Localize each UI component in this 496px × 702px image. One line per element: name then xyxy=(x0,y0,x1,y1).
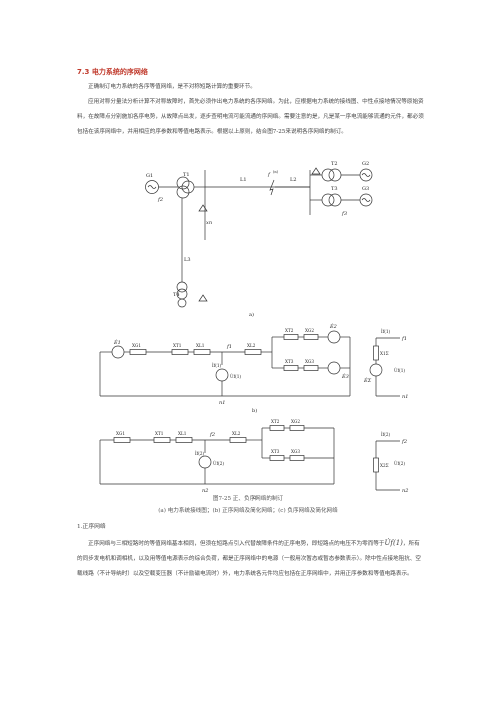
label-c-xg2: XG2 xyxy=(291,419,300,424)
label-l1: L1 xyxy=(240,177,247,183)
label-c-xt3: XT3 xyxy=(271,449,280,454)
source-uf2-symbol xyxy=(198,455,212,469)
label-uf1: U̇f(1) xyxy=(230,374,241,379)
subsection-heading: 1.正序网络 xyxy=(77,524,106,530)
paragraph-positive-part2: ，所有的同步发电机和调相机，以及用等值电源表示的综合负荷，都是正序网络中的电源（… xyxy=(77,541,422,578)
label-c-xt1: XT1 xyxy=(155,431,164,436)
label-c-x2s: X2Σ xyxy=(380,463,389,468)
label-e1: Ė1 xyxy=(113,339,121,346)
generator-t4-side xyxy=(177,298,187,308)
generator-g3-symbol xyxy=(359,193,373,207)
label-c-xt2: XT2 xyxy=(271,419,280,424)
label-c-xl1: XL1 xyxy=(178,431,187,436)
label-f1: f1 xyxy=(226,344,232,350)
label-xt2: XT2 xyxy=(285,328,294,333)
label-l3: L3 xyxy=(184,257,191,263)
label-xg2: XG2 xyxy=(305,328,314,333)
label-c-uf2-right: U̇f(2) xyxy=(394,461,405,466)
label-if1: İf(1) xyxy=(212,363,222,368)
label-panel-a: a) xyxy=(249,311,254,318)
paragraph-positive-part1: 正序网络与三相短路时的等值网络基本相同，但须在短路点引入代替故障条件的正序电势，… xyxy=(88,541,385,547)
figure-labels: G1 T1 L1 L2 T2 G2 T3 G3 L3 T4 f (n) xn f… xyxy=(113,161,408,501)
label-xn: xn xyxy=(206,220,212,226)
label-c-xg3: XG3 xyxy=(291,449,300,454)
label-g3: G3 xyxy=(362,186,369,192)
label-if1-right: İf(1) xyxy=(381,329,391,334)
label-f2: f2 xyxy=(157,197,163,203)
label-l2: L2 xyxy=(290,177,297,183)
source-e3-symbol xyxy=(327,361,341,375)
label-c-if2: İf(2) xyxy=(195,451,205,456)
label-panel-b: b) xyxy=(252,407,257,414)
source-e1-symbol xyxy=(111,345,125,359)
label-xl2: XL2 xyxy=(247,343,256,348)
generator-g2-symbol xyxy=(359,168,373,182)
label-xg3: XG3 xyxy=(305,359,314,364)
label-c-uf2: U̇f(2) xyxy=(213,461,224,466)
paragraph-positive-sequence: 正序网络与三相短路时的等值网络基本相同，但须在短路点引入代替故障条件的正序电势，… xyxy=(77,536,425,583)
symbol-uf1: U̇f(1) xyxy=(384,539,403,547)
figure-caption-subtitle: (a) 电力系统接线图；(b) 正序网络及简化网络；(c) 负序网络及简化网络 xyxy=(158,508,338,514)
label-eq: ĖΣ xyxy=(363,377,372,384)
source-uf1-symbol xyxy=(215,368,229,382)
paragraph-intro: 正确制订电力系统的各序等值网络，是不对称短路计算的重要环节。 xyxy=(88,84,256,90)
label-t2: T2 xyxy=(331,161,338,167)
label-xl1: XL1 xyxy=(196,343,205,348)
label-c-if2-right: İf(2) xyxy=(381,432,391,437)
source-eq-symbol xyxy=(369,363,383,377)
label-f1-right: f1 xyxy=(401,336,407,342)
label-n1: n1 xyxy=(219,400,225,406)
figure-caption-title: 图7-25 正、负序网络的制订 xyxy=(212,496,284,502)
label-e3: Ė3 xyxy=(341,373,349,380)
label-c-xl2: XL2 xyxy=(232,431,241,436)
label-xt3: XT3 xyxy=(285,359,294,364)
paragraph-method: 应用对称分量法分析计算不对称故障时，首先必须作出电力系统的各序网络。为此，应根据… xyxy=(77,99,424,136)
label-t4: T4 xyxy=(173,292,180,298)
transformer-t2-symbol xyxy=(321,168,335,182)
generator-g1-symbol xyxy=(145,180,159,194)
label-xg1: XG1 xyxy=(132,343,141,348)
label-fault-sup: (n) xyxy=(273,170,279,174)
label-uf1-right: U̇f(1) xyxy=(394,368,405,373)
label-t1: T1 xyxy=(183,172,190,178)
transformer-t4-symbol xyxy=(176,281,188,293)
transformer-t3-symbol xyxy=(321,193,335,207)
label-e2: Ė2 xyxy=(329,323,337,330)
transformer-t1-symbol xyxy=(176,176,190,190)
label-c-xg1: XG1 xyxy=(116,431,125,436)
label-f3: f3 xyxy=(341,211,347,217)
label-g1: G1 xyxy=(146,173,153,179)
label-fault: f xyxy=(267,172,271,178)
label-c-f2: f2 xyxy=(209,432,215,438)
label-n1-right: n1 xyxy=(402,394,408,400)
label-c-f2-right: f2 xyxy=(401,439,407,445)
source-e2-symbol xyxy=(327,330,341,344)
section-heading: 7.3 电力系统的序网络 xyxy=(77,68,148,76)
label-g2: G2 xyxy=(362,161,369,167)
label-x1s: X1Σ xyxy=(380,351,389,356)
label-t3: T3 xyxy=(331,186,338,192)
label-xt1: XT1 xyxy=(173,343,182,348)
